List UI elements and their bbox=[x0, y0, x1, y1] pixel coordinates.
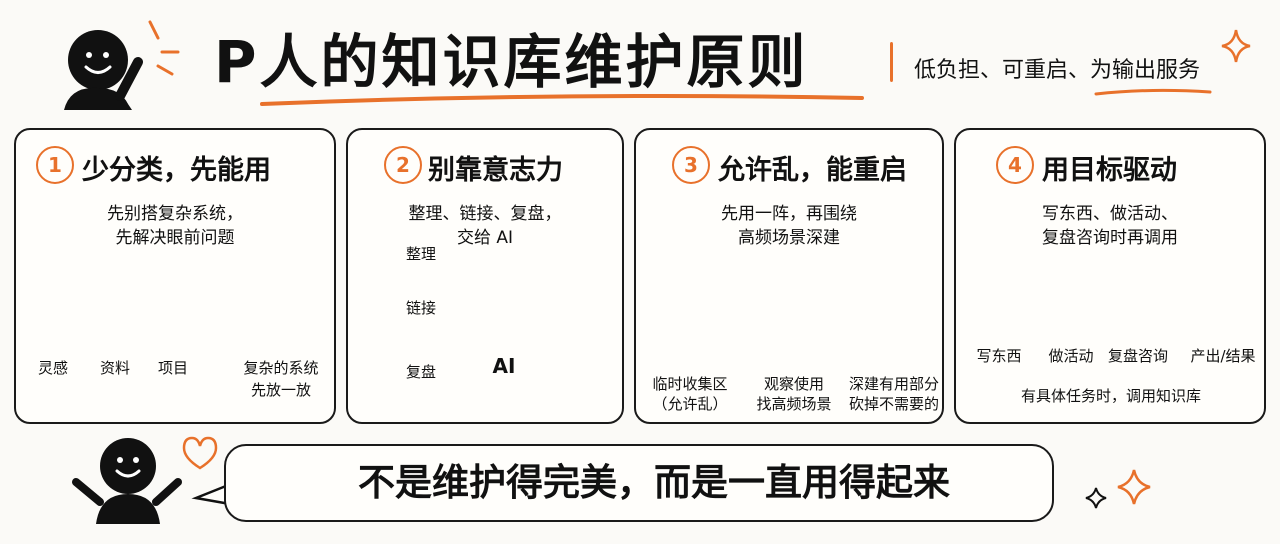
crossed-label: 复杂的系统 bbox=[243, 359, 319, 377]
card-title: 用目标驱动 bbox=[1042, 155, 1177, 186]
principle-card-1: 1 少分类，先能用 先别搭复杂系统， 先解决眼前问题 灵感 资料 项目 复杂的系… bbox=[14, 128, 336, 424]
desc-line: 复盘咨询时再调用 bbox=[1042, 228, 1178, 248]
title-underline bbox=[260, 94, 864, 106]
principle-card-4: 4 用目标驱动 写东西、做活动、 复盘咨询时再调用 写东西 做活动 复盘咨询 产… bbox=[954, 128, 1266, 424]
folder-label: 资料 bbox=[99, 359, 130, 377]
step-label: 观察使用 bbox=[763, 375, 824, 393]
robot-label: AI bbox=[492, 354, 516, 378]
desc-line: 先解决眼前问题 bbox=[115, 228, 235, 248]
mascot-waving-icon bbox=[64, 20, 180, 110]
subtitle-underline bbox=[1094, 88, 1212, 96]
crossed-label: 先放一放 bbox=[250, 381, 311, 399]
speech-tail bbox=[191, 484, 231, 506]
result-label: 产出/结果 bbox=[1190, 347, 1256, 365]
sparkle-icon bbox=[1221, 29, 1251, 63]
desc-line: 写东西、做活动、 bbox=[1042, 204, 1178, 224]
step-label: （允许乱） bbox=[652, 395, 728, 413]
folder-label: 项目 bbox=[157, 359, 188, 377]
step-number-badge: 3 bbox=[672, 146, 710, 184]
page-subtitle: 低负担、可重启、为输出服务 bbox=[914, 58, 1201, 83]
header-separator bbox=[890, 42, 893, 82]
card-title: 允许乱，能重启 bbox=[718, 155, 907, 186]
card-description: 先别搭复杂系统， 先解决眼前问题 bbox=[16, 202, 334, 250]
principle-card-2: 2 别靠意志力 整理、链接、复盘， 交给 AI 整理 链接 复盘 AI bbox=[346, 128, 624, 424]
desc-line: 先别搭复杂系统， bbox=[107, 204, 243, 224]
mascot-happy-icon bbox=[72, 436, 218, 524]
desc-line: 整理、链接、复盘， bbox=[408, 204, 562, 224]
task-label: 链接 bbox=[406, 299, 437, 317]
task-label: 复盘 bbox=[406, 363, 437, 381]
card-description: 整理、链接、复盘， 交给 AI bbox=[348, 202, 622, 250]
step-label: 找高频场景 bbox=[756, 395, 832, 413]
card-title: 别靠意志力 bbox=[428, 155, 563, 186]
task-label: 整理 bbox=[406, 245, 437, 263]
step-label: 砍掉不需要的 bbox=[848, 395, 939, 413]
card-description: 先用一阵，再围绕 高频场景深建 bbox=[636, 202, 942, 250]
usage-note: 有具体任务时，调用知识库 bbox=[1020, 387, 1201, 405]
slogan-banner bbox=[224, 444, 1054, 522]
sparkle-icon bbox=[1117, 469, 1151, 505]
desc-line: 先用一阵，再围绕 bbox=[721, 204, 857, 224]
step-number-badge: 2 bbox=[384, 146, 422, 184]
slogan-text: 不是维护得完美，而是一直用得起来 bbox=[358, 461, 950, 504]
card-description: 写东西、做活动、 复盘咨询时再调用 bbox=[956, 202, 1264, 250]
folder-label: 灵感 bbox=[37, 359, 68, 377]
card-title: 少分类，先能用 bbox=[82, 155, 271, 186]
desc-line: 高频场景深建 bbox=[738, 228, 840, 248]
desc-line: 交给 AI bbox=[456, 228, 514, 248]
step-number-badge: 4 bbox=[996, 146, 1034, 184]
step-label: 临时收集区 bbox=[652, 375, 728, 393]
action-label: 写东西 bbox=[976, 347, 1022, 365]
step-number-badge: 1 bbox=[36, 146, 74, 184]
sparkle-icon bbox=[1085, 487, 1107, 509]
action-label: 复盘咨询 bbox=[1107, 347, 1168, 365]
page-title: P人的知识库维护原则 bbox=[214, 28, 809, 96]
action-label: 做活动 bbox=[1048, 347, 1094, 365]
principle-card-3: 3 允许乱，能重启 先用一阵，再围绕 高频场景深建 临时收集区 （允许乱） 观察… bbox=[634, 128, 944, 424]
step-label: 深建有用部分 bbox=[848, 375, 939, 393]
